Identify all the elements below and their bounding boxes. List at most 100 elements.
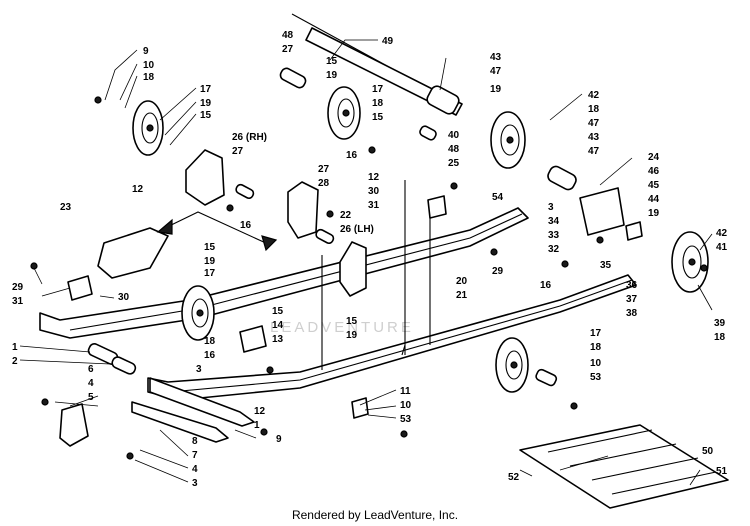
callout-29: 28 [318, 178, 330, 189]
callout-18d: 18 [714, 332, 726, 343]
callout-15c: 15 [372, 112, 384, 123]
callout-34: 33 [548, 230, 560, 241]
callout-2: 2 [12, 356, 18, 367]
callout-12b: 12 [368, 172, 380, 183]
callout-52: 51 [716, 466, 728, 477]
callout-36: 35 [600, 260, 612, 271]
callout-14: 14 [272, 320, 284, 331]
callout-labels: 9 10 18 17 19 15 26 (RH) 27 12 23 16 48 … [12, 30, 728, 489]
spacers [87, 67, 577, 387]
callout-49b: 48 [448, 144, 460, 155]
callout-7: 7 [192, 450, 198, 461]
callout-21: 21 [456, 290, 468, 301]
callout-13: 13 [272, 334, 284, 345]
callout-15e: 15 [272, 306, 284, 317]
callout-4b: 4 [88, 378, 94, 389]
callout-32: 31 [368, 200, 380, 211]
callout-48: 47 [490, 66, 502, 77]
footer-credit: Rendered by LeadVenture, Inc. [291, 508, 459, 522]
callout-19e: 19 [346, 330, 358, 341]
callout-20: 20 [456, 276, 468, 287]
callout-17b: 17 [372, 84, 384, 95]
callout-50: 49 [382, 36, 394, 47]
callout-45: 44 [648, 194, 660, 205]
callout-9b: 9 [276, 434, 282, 445]
callout-43b: 42 [716, 228, 728, 239]
callout-19: 19 [200, 98, 212, 109]
callout-54: 54 [492, 192, 504, 203]
idler-wheel-right [671, 231, 709, 293]
callout-40: 39 [714, 318, 726, 329]
callout-32b: 31 [12, 296, 24, 307]
callout-27b: 27 [282, 44, 294, 55]
idler-wheel-upper-right [490, 111, 526, 169]
callout-48b: 47 [588, 118, 600, 129]
callout-18e: 18 [590, 342, 602, 353]
callout-44b: 43 [588, 132, 600, 143]
callout-22: 22 [340, 210, 352, 221]
callout-18: 18 [143, 72, 155, 83]
callout-3b: 3 [196, 364, 202, 375]
idler-wheel-mid-left [181, 285, 215, 341]
callout-8: 8 [192, 436, 198, 447]
leader-lines [19, 39, 713, 486]
cross-rods [321, 180, 431, 370]
callout-3c: 3 [192, 478, 198, 489]
callout-44: 43 [490, 52, 502, 63]
callout-18b: 18 [372, 98, 384, 109]
callout-16d: 16 [204, 350, 216, 361]
callout-30b: 29 [12, 282, 24, 293]
callout-16: 16 [240, 220, 252, 231]
callout-18c: 18 [588, 104, 600, 115]
callout-54c: 53 [400, 414, 412, 425]
callout-37: 36 [626, 280, 638, 291]
callout-24: 24 [648, 152, 660, 163]
callout-4: 4 [192, 464, 198, 475]
watermark: LEADVENTURE [270, 319, 414, 336]
callout-28: 27 [318, 164, 330, 175]
callout-3: 3 [548, 202, 554, 213]
callout-35: 34 [548, 216, 560, 227]
callout-19f: 19 [204, 256, 216, 267]
fasteners [30, 96, 708, 460]
callout-53: 52 [508, 472, 520, 483]
callout-33: 32 [548, 244, 560, 255]
callout-41: 40 [448, 130, 460, 141]
callout-43: 42 [588, 90, 600, 101]
callout-17d: 17 [204, 268, 216, 279]
wear-strips [131, 377, 255, 443]
brackets [59, 149, 643, 447]
idler-wheel-upper-center [327, 86, 361, 140]
callout-42: 41 [716, 242, 728, 253]
callout-54b: 53 [590, 372, 602, 383]
callout-11: 11 [400, 386, 411, 397]
callout-30: 29 [492, 266, 504, 277]
callout-27: 27 [232, 146, 244, 157]
callout-15b: 15 [326, 56, 338, 67]
callout-6: 6 [88, 364, 94, 375]
callout-1: 1 [254, 420, 260, 431]
callout-19b: 19 [326, 70, 338, 81]
idler-wheel-lower-center [495, 337, 529, 393]
callout-17c: 17 [590, 328, 602, 339]
callout-19c: 19 [490, 84, 502, 95]
callout-47: 46 [648, 166, 660, 177]
callout-48c: 47 [588, 146, 600, 157]
callout-10c: 10 [400, 400, 412, 411]
callout-18f: 18 [204, 336, 216, 347]
callout-26lh: 26 (LH) [340, 224, 374, 235]
callout-16c: 16 [540, 280, 552, 291]
callout-10: 10 [143, 60, 155, 71]
axle-shaft [291, 13, 463, 116]
callout-1b: 1 [12, 342, 18, 353]
idler-wheel-upper-left [132, 100, 164, 156]
callout-12: 12 [132, 184, 144, 195]
track-clip-strip [519, 424, 729, 509]
callout-39: 38 [626, 308, 638, 319]
callout-31: 30 [368, 186, 380, 197]
callout-5: 5 [88, 392, 94, 403]
callout-31b: 30 [118, 292, 130, 303]
callout-15f: 15 [204, 242, 216, 253]
callout-49: 48 [282, 30, 294, 41]
